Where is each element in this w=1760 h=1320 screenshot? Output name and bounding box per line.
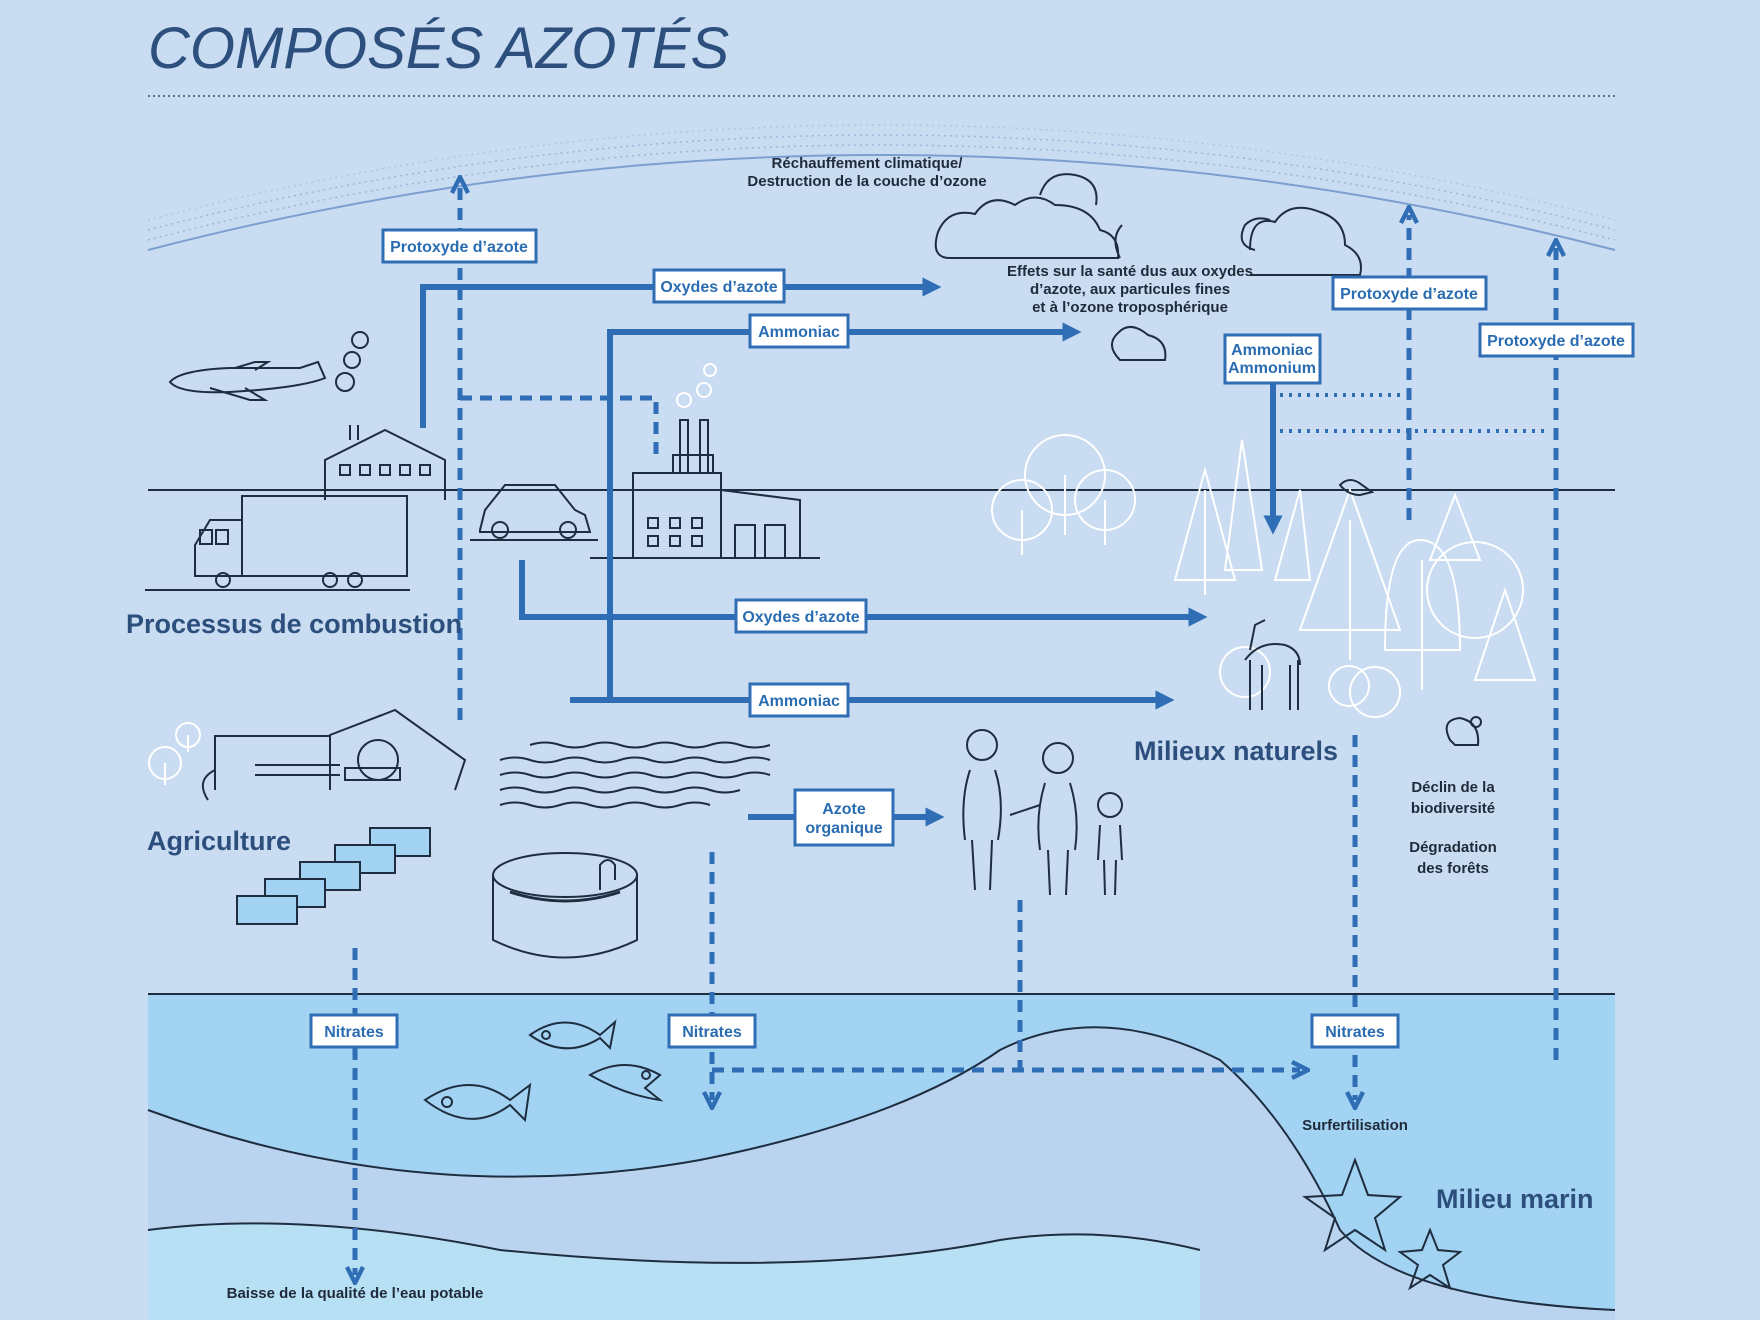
label-ammoniac-mid: Ammoniac — [748, 682, 850, 718]
oxydes-flow-top — [420, 277, 942, 428]
forest-text-1: Dégradation — [1409, 839, 1497, 856]
label-protoxyde-2: Protoxyde d’azote — [1331, 275, 1488, 311]
health-text-2: d’azote, aux particules fines — [1030, 281, 1230, 298]
svg-text:Oxydes d’azote: Oxydes d’azote — [742, 609, 859, 626]
biodiv-text-1: Déclin de la — [1411, 779, 1495, 796]
svg-text:Nitrates: Nitrates — [682, 1024, 742, 1041]
fish-icon — [423, 1019, 664, 1123]
airplane-icon — [168, 331, 369, 401]
house-icon — [324, 425, 446, 500]
label-azote-organique: Azote organique — [793, 788, 895, 847]
surfert-text: Surfertilisation — [1302, 1117, 1408, 1134]
cloud-icon — [934, 173, 1362, 361]
tree-icon — [991, 434, 1136, 555]
ammoniac-flow-top — [607, 322, 1082, 700]
label-ammoniac-ammonium: Ammoniac Ammonium — [1223, 333, 1322, 385]
svg-text:Nitrates: Nitrates — [324, 1024, 384, 1041]
heading-natural: Milieux naturels — [1134, 736, 1338, 766]
cows-icon — [236, 827, 431, 925]
forest-text-2: des forêts — [1417, 860, 1489, 877]
svg-text:Nitrates: Nitrates — [1325, 1024, 1385, 1041]
label-nitrates-1: Nitrates — [309, 1013, 399, 1049]
page-title: COMPOSÉS AZOTÉS — [148, 16, 729, 81]
label-oxydes-mid: Oxydes d’azote — [734, 598, 868, 634]
svg-text:Ammoniac: Ammoniac — [1231, 342, 1313, 359]
label-protoxyde-1: Protoxyde d’azote — [381, 228, 538, 264]
label-nitrates-2: Nitrates — [667, 1013, 757, 1049]
starfish-icon — [1302, 1157, 1463, 1291]
svg-text:Ammoniac: Ammoniac — [758, 324, 840, 341]
manure-tank-icon — [492, 852, 638, 959]
heading-agriculture: Agriculture — [147, 826, 291, 856]
water-quality-text: Baisse de la qualité de l’eau potable — [227, 1285, 484, 1302]
oxydes-flow-mid — [519, 560, 1208, 627]
waves-icon — [499, 741, 771, 809]
farm-icon — [201, 708, 467, 801]
svg-text:Protoxyde d’azote: Protoxyde d’azote — [1340, 286, 1478, 303]
forest-icon — [1173, 439, 1537, 718]
svg-text:Oxydes d’azote: Oxydes d’azote — [660, 279, 777, 296]
label-oxydes-top: Oxydes d’azote — [652, 268, 786, 304]
car-icon — [470, 484, 598, 541]
label-protoxyde-3: Protoxyde d’azote — [1478, 322, 1635, 358]
climate-text-1: Réchauffement climatique/ — [772, 155, 964, 172]
health-text-3: et à l’ozone troposphérique — [1032, 299, 1228, 316]
biodiv-text-2: biodiversité — [1411, 800, 1495, 817]
svg-text:Protoxyde d’azote: Protoxyde d’azote — [390, 239, 528, 256]
bird-icon — [1338, 479, 1375, 497]
svg-text:Protoxyde d’azote: Protoxyde d’azote — [1487, 333, 1625, 350]
svg-text:Ammoniac: Ammoniac — [758, 693, 840, 710]
people-icon — [962, 729, 1123, 896]
heading-combustion: Processus de combustion — [126, 609, 462, 639]
health-text-1: Effets sur la santé dus aux oxydes — [1007, 263, 1253, 280]
heading-marine: Milieu marin — [1436, 1184, 1594, 1214]
svg-text:Azote: Azote — [822, 801, 866, 818]
label-ammoniac-top: Ammoniac — [748, 313, 850, 349]
svg-text:Ammonium: Ammonium — [1228, 360, 1316, 377]
label-nitrates-3: Nitrates — [1310, 1013, 1400, 1049]
climate-text-2: Destruction de la couche d’ozone — [747, 173, 986, 190]
farm-tree-icon — [148, 722, 201, 785]
factory-icon — [590, 363, 820, 559]
svg-text:organique: organique — [805, 820, 882, 837]
dashed-link-factory — [460, 395, 659, 460]
atmosphere-arc — [147, 124, 1616, 251]
deer-icon — [1244, 619, 1301, 710]
squirrel-icon — [1445, 716, 1482, 746]
truck-icon — [145, 495, 410, 591]
